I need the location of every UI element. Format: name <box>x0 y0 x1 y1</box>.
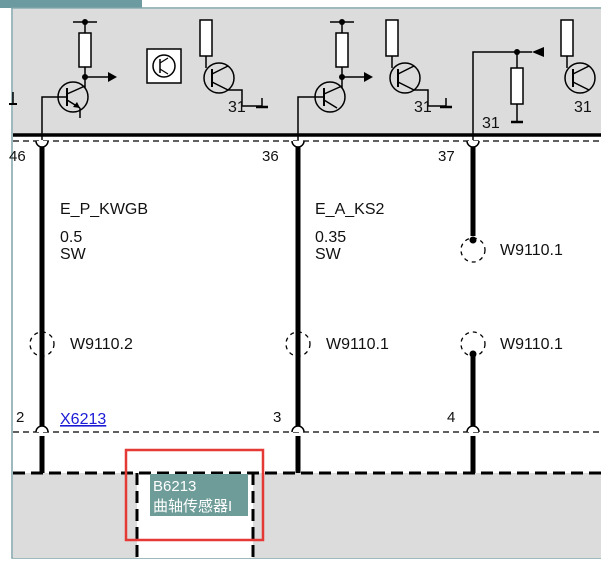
connector-pin-icon <box>35 425 49 433</box>
arrow-right-icon <box>108 72 117 82</box>
resistor-icon <box>78 32 92 68</box>
pin-number-top: 37 <box>438 148 455 165</box>
component-panel <box>13 473 601 558</box>
transistor-stage-2 <box>199 19 268 109</box>
ground-label-31: 31 <box>414 99 432 116</box>
highlight-box <box>124 448 265 542</box>
connector-link[interactable]: X6213 <box>60 411 106 428</box>
connector-pin-icon <box>291 140 305 148</box>
pin-number-top: 46 <box>9 148 26 165</box>
ground-label-31: 31 <box>228 99 246 116</box>
arrow-right-icon <box>364 72 373 82</box>
connector-pin-icon <box>466 140 480 148</box>
ground-icon <box>9 92 17 105</box>
wire-color: SW <box>60 246 87 263</box>
transistor-stage-3 <box>297 19 373 140</box>
wire-name: E_P_KWGB <box>60 201 148 218</box>
connector-pin-icon <box>466 425 480 433</box>
splice-icon[interactable] <box>460 236 486 263</box>
pin-number-top: 36 <box>262 148 279 165</box>
component-id[interactable]: B6213 <box>153 478 196 495</box>
transistor-icon <box>203 62 235 94</box>
pin-number-bottom: 4 <box>447 409 455 426</box>
transistor-stage-4 <box>385 19 452 109</box>
splice-label: W9110.2 <box>70 336 133 353</box>
pin-number-bottom: 3 <box>273 409 281 426</box>
splice-label: W9110.1 <box>500 242 563 259</box>
ground-label-31: 31 <box>574 99 592 116</box>
transistor-icon <box>564 62 596 94</box>
wire-color: SW <box>315 246 342 263</box>
resistor-icon <box>560 19 574 57</box>
resistor-stage-5 <box>472 47 544 140</box>
splice-label: W9110.1 <box>500 336 563 353</box>
component-symbol-icon <box>146 48 182 84</box>
resistor-icon <box>199 19 213 57</box>
control-unit-panel <box>13 9 601 136</box>
splice-icon[interactable] <box>285 331 311 357</box>
resistor-icon <box>335 32 349 68</box>
top-tab-band <box>0 0 142 8</box>
resistor-icon <box>385 19 399 57</box>
component-name[interactable]: 曲轴传感器I <box>153 498 232 515</box>
connector-pin-icon <box>35 140 49 148</box>
ground-label-31: 31 <box>482 115 500 132</box>
arrow-left-icon <box>532 47 544 57</box>
splice-icon[interactable] <box>460 331 486 358</box>
transistor-icon <box>389 62 421 94</box>
connector-pin-icon <box>291 425 305 433</box>
wire-size: 0.35 <box>315 229 346 246</box>
wire-size: 0.5 <box>60 229 82 246</box>
splice-label: W9110.1 <box>326 336 389 353</box>
splice-icon[interactable] <box>29 331 55 357</box>
transistor-stage-1 <box>41 19 117 140</box>
transistor-stage-6 <box>560 19 596 94</box>
resistor-icon <box>510 67 524 105</box>
pin-number-bottom: 2 <box>16 409 24 426</box>
wire-name: E_A_KS2 <box>315 201 384 218</box>
component-label-bg <box>150 474 248 516</box>
